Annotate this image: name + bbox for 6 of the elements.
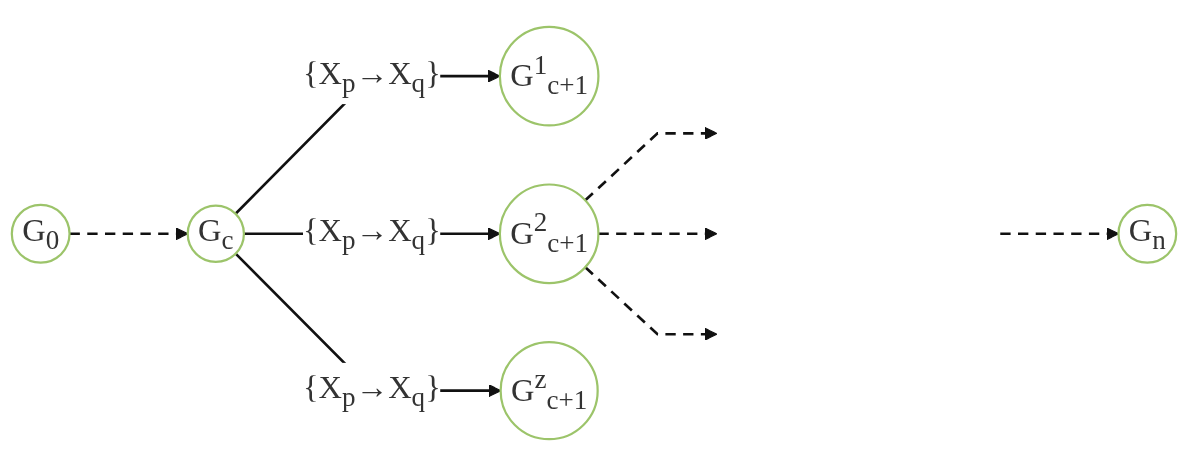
state-node: G$_{c}$ [186, 204, 245, 263]
dashed-arrow [598, 227, 718, 241]
dashed-arrow [584, 126, 718, 202]
state-node: G$_{0}$ [10, 203, 71, 264]
dashed-arrow [584, 266, 718, 341]
state-node: G$_{n}$ [1117, 203, 1178, 264]
